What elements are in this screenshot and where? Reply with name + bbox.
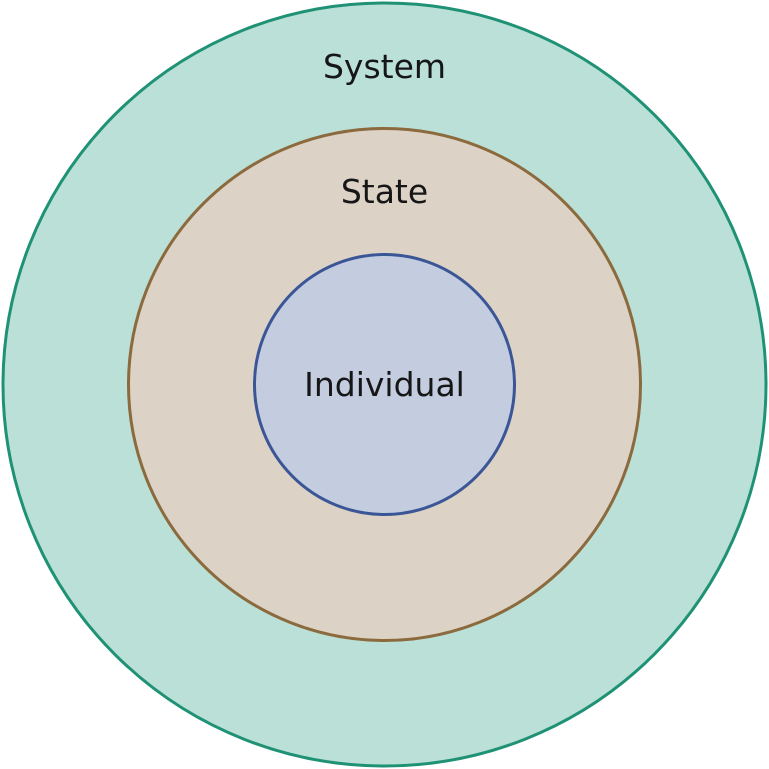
- individual-label: Individual: [304, 365, 465, 404]
- individual-circle-outline: [253, 253, 516, 516]
- individual-circle: [254, 254, 515, 515]
- state-label: State: [341, 172, 428, 211]
- state-circle-outline: [127, 127, 642, 642]
- system-label: System: [323, 47, 446, 86]
